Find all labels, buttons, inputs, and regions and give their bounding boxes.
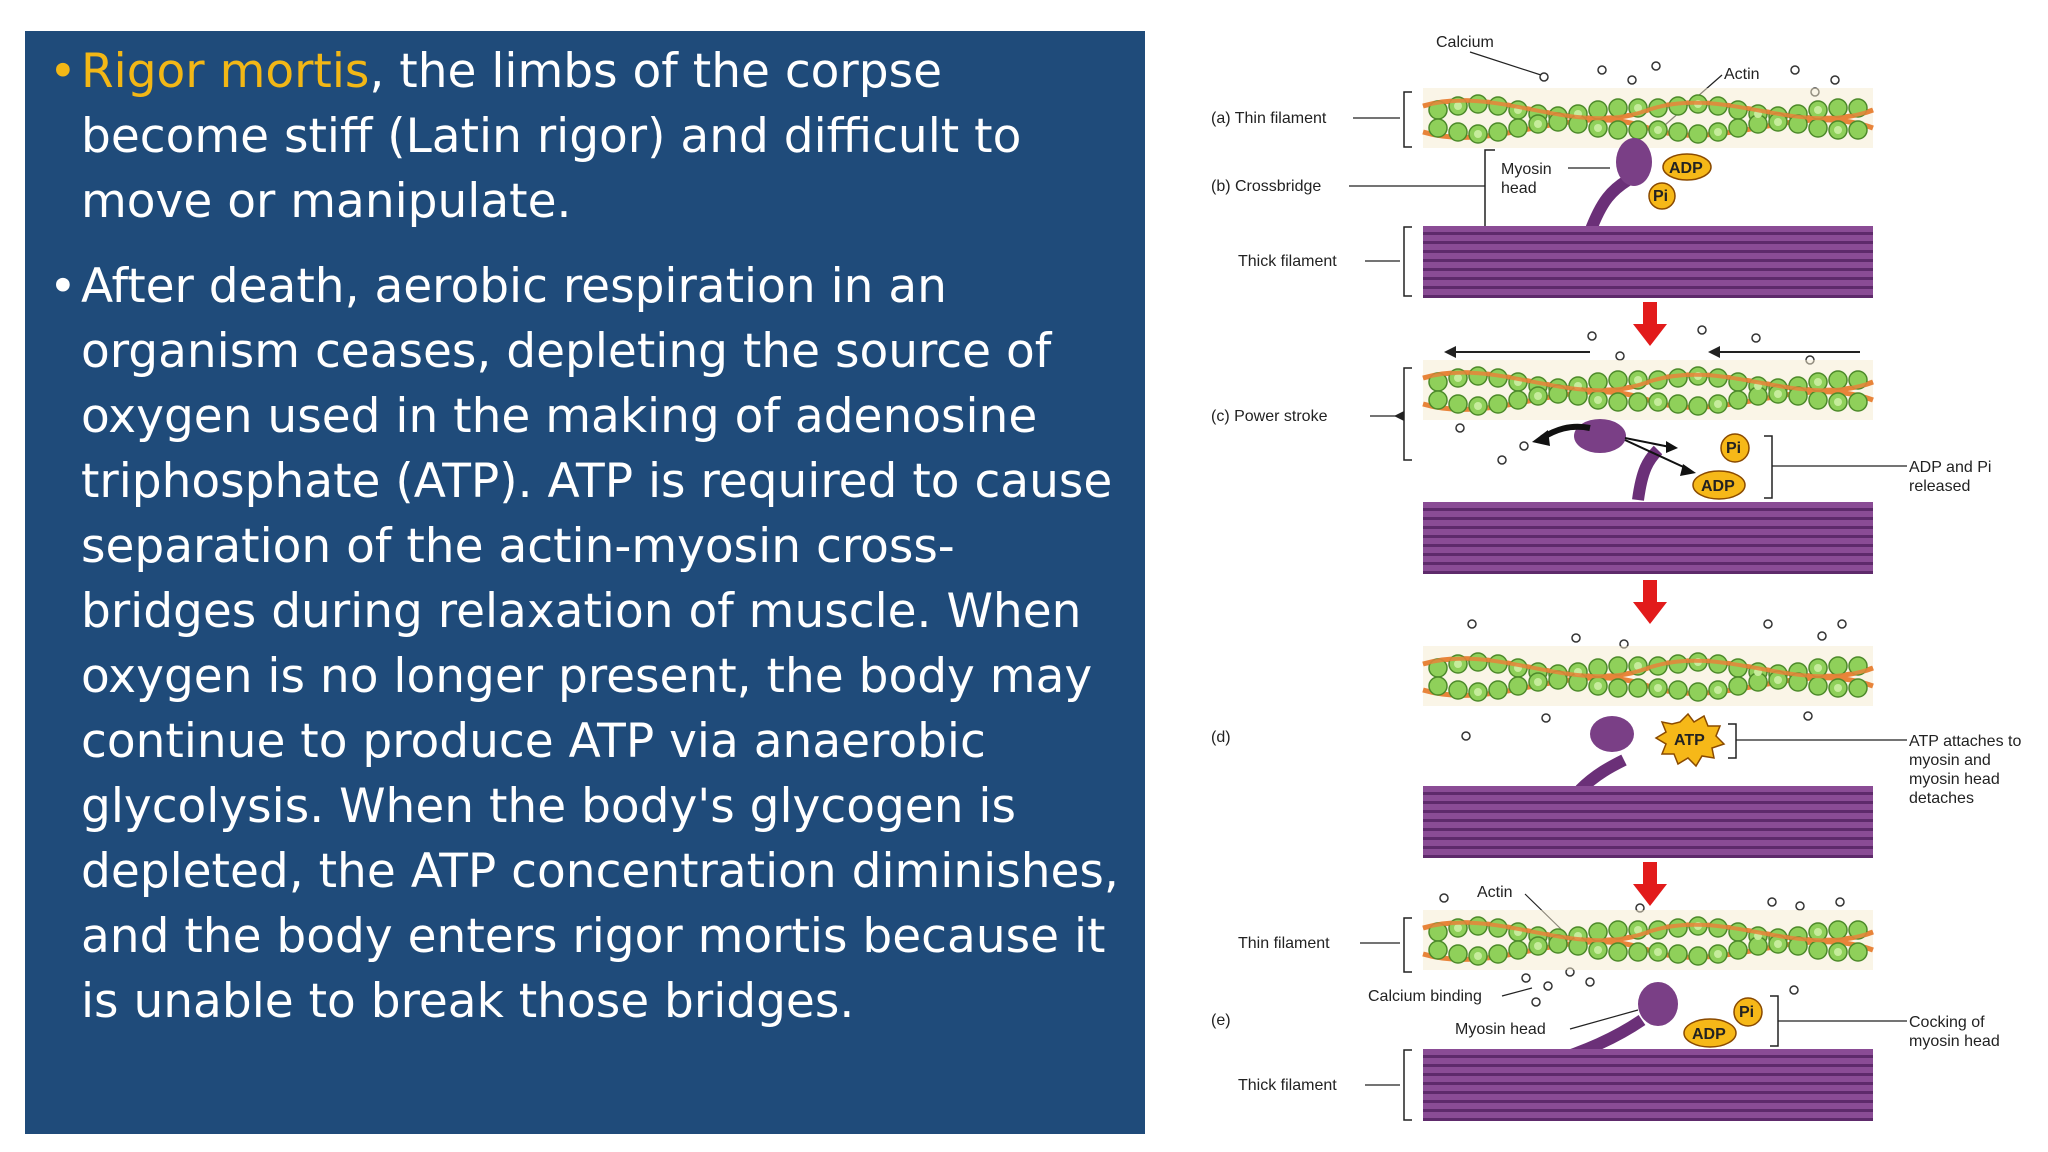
pi-molecule-a: Pi <box>1653 188 1668 205</box>
panel-c: (c) Power stroke Pi ADP ADP and Pi relea… <box>1211 325 1991 574</box>
label-atp-attaches-2: myosin and <box>1909 752 1991 769</box>
label-adp-pi-released-1: ADP and Pi <box>1909 459 1991 476</box>
pi-molecule-c: Pi <box>1726 440 1741 457</box>
label-adp-pi-released-2: released <box>1909 478 1970 495</box>
bullet-marker: • <box>49 44 77 99</box>
pi-molecule-e: Pi <box>1739 1004 1754 1021</box>
label-thick-filament-a: Thick filament <box>1238 253 1337 270</box>
text-panel: •Rigor mortis, the limbs of the corpse b… <box>25 31 1145 1134</box>
label-head: head <box>1501 180 1537 197</box>
label-d: (d) <box>1211 729 1231 746</box>
bullet-list: •Rigor mortis, the limbs of the corpse b… <box>49 39 1125 1034</box>
adp-molecule-a: ADP <box>1669 160 1703 177</box>
label-atp-attaches-3: myosin head <box>1909 771 2000 788</box>
label-cocking-2: myosin head <box>1909 1033 2000 1050</box>
label-atp-attaches-1: ATP attaches to <box>1909 733 2021 750</box>
label-calcium: Calcium <box>1436 34 1494 51</box>
bullet-item: •After death, aerobic respiration in an … <box>49 254 1125 1034</box>
adp-molecule-e: ADP <box>1692 1026 1726 1043</box>
label-crossbridge-b: (b) Crossbridge <box>1211 178 1321 195</box>
bullet-item: •Rigor mortis, the limbs of the corpse b… <box>49 39 1125 234</box>
label-myosin-head-e: Myosin head <box>1455 1021 1546 1038</box>
label-cocking-1: Cocking of <box>1909 1014 1985 1031</box>
crossbridge-cycle-diagram: Calcium Actin (a) Thin filament (b) Cros… <box>1211 34 2021 1121</box>
rigor-mortis-term: Rigor mortis <box>81 44 370 99</box>
label-thick-filament-e: Thick filament <box>1238 1077 1337 1094</box>
bullet-text: , the limbs of the corpse become stiff (… <box>81 44 1022 229</box>
label-atp-attaches-4: detaches <box>1909 790 1974 807</box>
red-arrow-down <box>1633 302 1667 346</box>
label-thin-filament-a: (a) Thin filament <box>1211 110 1327 127</box>
label-power-stroke-c: (c) Power stroke <box>1211 408 1328 425</box>
label-e: (e) <box>1211 1012 1231 1029</box>
bullet-text: After death, aerobic respiration in an o… <box>81 259 1119 1029</box>
label-myosin: Myosin <box>1501 161 1552 178</box>
bullet-marker: • <box>49 259 77 314</box>
adp-molecule-c: ADP <box>1701 478 1735 495</box>
red-arrow-down <box>1633 862 1667 906</box>
label-actin-e: Actin <box>1477 884 1513 901</box>
panel-d: (d) ATP ATP attaches to myosin and myosi… <box>1211 619 2021 858</box>
label-calcium-binding: Calcium binding <box>1368 988 1482 1005</box>
red-arrow-down <box>1633 580 1667 624</box>
label-actin: Actin <box>1724 66 1760 83</box>
label-thin-filament-e: Thin filament <box>1238 935 1330 952</box>
atp-molecule-d: ATP <box>1674 732 1705 749</box>
panel-e: Actin Thin filament Calcium binding (e) … <box>1211 884 2000 1121</box>
panel-a-b: Calcium Actin (a) Thin filament (b) Cros… <box>1211 34 1873 298</box>
